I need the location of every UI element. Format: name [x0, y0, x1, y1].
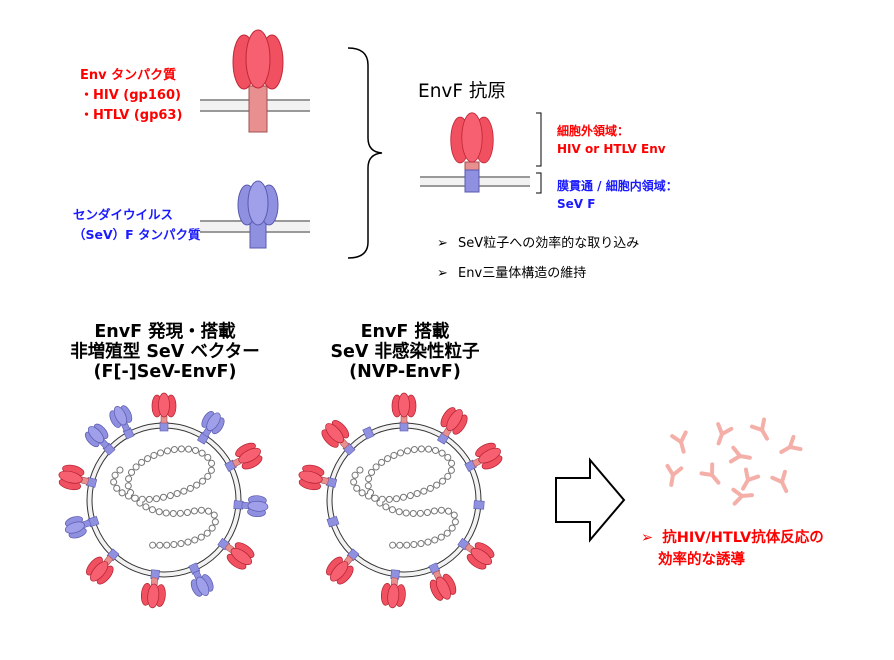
envf-chimera-membrane	[420, 112, 530, 193]
vector-title-line3: (F[-]SeV-EnvF)	[93, 362, 237, 382]
tm-bracket	[536, 172, 542, 194]
ecto-domain-line2: HIV or HTLV Env	[557, 142, 666, 156]
sev-f-protein-membrane	[200, 180, 310, 249]
tm-domain-label: 膜貫通 / 細胞内領域： SeV F	[557, 177, 678, 213]
nvp-title-line2: SeV 非感染性粒子	[330, 342, 480, 362]
nvp-particle	[295, 392, 507, 610]
vector-title-line1: EnvF 発現・搭載	[94, 322, 236, 342]
env-protein-membrane	[200, 29, 310, 133]
result-arrow	[555, 457, 626, 543]
ecto-domain-label: 細胞外領域： HIV or HTLV Env	[557, 122, 666, 158]
bullet-arrow-icon: ➢	[437, 236, 448, 251]
sev-label-line2: （SeV）F タンパク質	[73, 227, 201, 242]
bullet-item: ➢ SeV粒子への効率的な取り込み	[437, 232, 639, 251]
tm-domain-line2: SeV F	[557, 197, 596, 211]
nvp-title-line1: EnvF 搭載	[360, 322, 450, 342]
antibodies	[662, 417, 803, 506]
sev-protein-label: センダイウイルス （SeV）F タンパク質	[73, 205, 201, 245]
sev-vector-particle	[55, 392, 270, 610]
result-line1: 抗HIV/HTLV抗体反応の	[662, 530, 824, 546]
tm-domain-line1: 膜貫通 / 細胞内領域：	[557, 179, 678, 193]
vector-title: EnvF 発現・搭載 非増殖型 SeV ベクター (F[-]SeV-EnvF)	[50, 322, 280, 382]
sev-label-line1: センダイウイルス	[73, 207, 174, 222]
env-label-line2: ・HIV (gp160)	[80, 88, 181, 103]
bullet-arrow-icon: ➢	[437, 266, 448, 281]
env-label-line3: ・HTLV (gp63)	[80, 108, 183, 123]
merge-brace	[347, 47, 383, 259]
result-arrow-icon: ➢	[641, 530, 654, 546]
nvp-title: EnvF 搭載 SeV 非感染性粒子 (NVP-EnvF)	[300, 322, 510, 382]
ecto-domain-line1: 細胞外領域：	[557, 124, 630, 138]
bullet-item: ➢ Env三量体構造の維持	[437, 262, 586, 281]
env-protein-label: Env タンパク質 ・HIV (gp160) ・HTLV (gp63)	[80, 66, 182, 126]
result-line2: 効率的な誘導	[658, 552, 745, 568]
envf-antigen-heading: EnvF 抗原	[418, 81, 506, 102]
nvp-title-line3: (NVP-EnvF)	[349, 362, 461, 382]
env-label-line1: Env タンパク質	[80, 68, 177, 83]
ecto-bracket	[536, 112, 542, 167]
vector-title-line2: 非増殖型 SeV ベクター	[70, 342, 260, 362]
bullet-text: SeV粒子への効率的な取り込み	[458, 236, 640, 251]
result-text: ➢ 抗HIV/HTLV抗体反応の 効率的な誘導	[641, 527, 824, 571]
bullet-text: Env三量体構造の維持	[458, 266, 587, 281]
